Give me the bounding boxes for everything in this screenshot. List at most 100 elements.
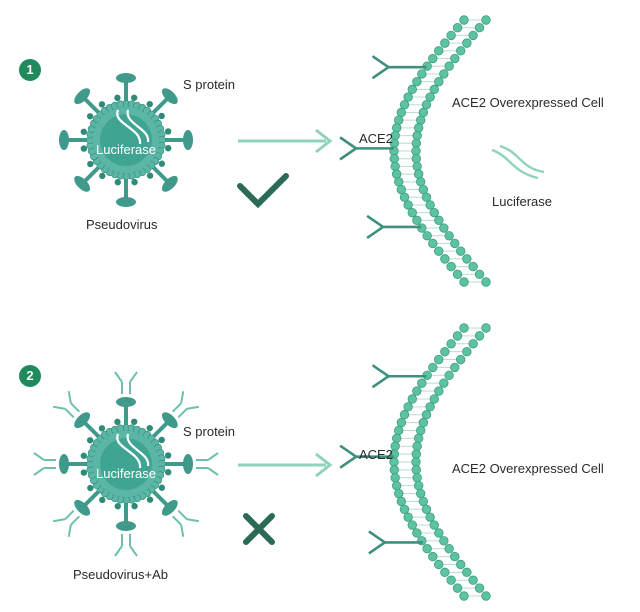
surface-knob (131, 178, 138, 186)
lipid-head (450, 53, 460, 64)
lipid-head (412, 130, 422, 141)
lipid-head (429, 207, 439, 218)
lipid-head (450, 238, 460, 249)
lipid-head (391, 480, 402, 491)
lipid-head (434, 386, 444, 396)
surface-knob (146, 100, 153, 108)
surface-knob (164, 128, 172, 135)
lipid-head (417, 69, 427, 79)
lipid-head (411, 449, 421, 459)
lipid-head (403, 402, 413, 412)
surface-knob (158, 436, 165, 444)
lipid-head (412, 161, 422, 172)
lipid-head (390, 161, 400, 172)
ace2-receptor (371, 55, 427, 80)
lipid-head (396, 496, 407, 507)
lipid-head (429, 84, 439, 95)
lipid-head (444, 370, 454, 380)
lipid-head (452, 583, 463, 593)
lipid-head (446, 261, 456, 272)
lipid-head (417, 378, 427, 388)
lipid-head (450, 551, 460, 562)
s-protein-head (59, 130, 69, 150)
antibody-arm (33, 467, 45, 476)
released-luciferase-label: Luciferase (492, 194, 552, 209)
surface-knob (87, 484, 94, 492)
lipid-head (444, 544, 454, 554)
lipid-head (452, 331, 463, 341)
lipid-head (434, 246, 444, 256)
lipid-head (428, 362, 438, 373)
lipid-head (421, 410, 432, 420)
surface-knob (114, 179, 121, 186)
lipid-head (418, 496, 429, 507)
s-protein-spike (82, 489, 101, 508)
lipid-head (407, 394, 417, 404)
surface-knob (114, 418, 121, 426)
lipid-head (456, 246, 466, 256)
lipid-head (396, 417, 407, 428)
lipid-head (468, 30, 478, 41)
s-protein-head (116, 521, 136, 531)
lipid-head (456, 46, 466, 56)
lipid-head (429, 394, 439, 404)
s-protein-head (183, 454, 193, 474)
antibody-arm (52, 405, 66, 410)
antibody-icon (114, 534, 138, 557)
ace2-receptor (339, 444, 395, 469)
s-protein-spike (82, 420, 101, 439)
lipid-head (474, 23, 485, 33)
s-protein-label-1: S protein (183, 77, 236, 92)
ace2-label-1: ACE2 (359, 131, 393, 146)
lipid-head (468, 261, 478, 272)
s-protein-head (116, 73, 136, 83)
s-protein-spike (151, 489, 170, 508)
ace2-label-2: ACE2 (359, 447, 393, 462)
lipid-head (389, 154, 399, 164)
lipid-head (391, 169, 402, 179)
process-arrow (238, 452, 333, 478)
lipid-head (425, 512, 435, 522)
surface-knob (158, 112, 165, 120)
lipid-head (439, 536, 449, 546)
step-2-badge: 2 (19, 365, 41, 387)
lipid-head (399, 410, 410, 420)
surface-knob (131, 94, 138, 101)
lipid-head (440, 38, 450, 48)
rna-strand (126, 109, 150, 143)
antibody-icon (171, 509, 200, 538)
lipid-head (444, 61, 454, 71)
panel-1-graphics: Luciferase (59, 15, 545, 287)
cross-stroke (243, 513, 275, 545)
s-protein-head (116, 197, 136, 207)
lipid-head (444, 231, 454, 241)
antibody-stem (171, 402, 182, 413)
lipid-head (399, 192, 410, 202)
lipid-head (418, 417, 429, 428)
lipid-head (394, 177, 404, 187)
surface-knob (146, 496, 154, 503)
ace2-receptor (368, 530, 423, 555)
lipid-head (413, 169, 424, 179)
surface-knob (146, 424, 153, 432)
surface-knob (80, 452, 87, 459)
lipid-head (403, 200, 413, 210)
surface-knob (86, 113, 94, 120)
lipid-head (434, 46, 444, 56)
surface-knob (80, 469, 88, 476)
antibody-arm (129, 371, 138, 383)
antibody-icon (52, 509, 81, 538)
lipid-head (418, 107, 429, 118)
s-protein-head (74, 88, 91, 105)
antibody-arm (33, 452, 45, 461)
lipid-head (413, 433, 424, 444)
receptor-arm (339, 455, 357, 469)
s-protein-head (74, 499, 91, 516)
lipid-head (474, 331, 485, 341)
surface-knob (99, 496, 106, 504)
lipid-head (428, 551, 438, 562)
lipid-head (421, 504, 432, 514)
lipid-head (412, 528, 422, 538)
s-protein-head (59, 454, 69, 474)
ace2-receptor (366, 214, 422, 240)
